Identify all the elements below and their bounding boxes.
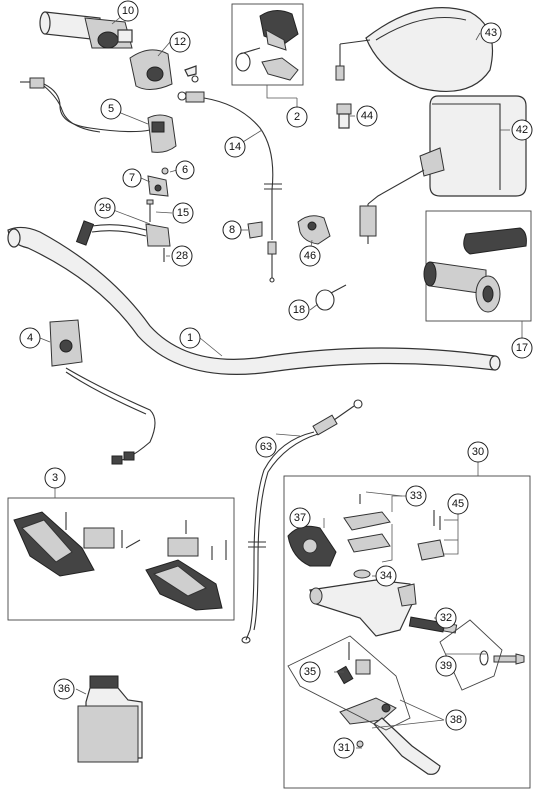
callout-label-5: 5: [108, 103, 114, 115]
callout-label-7: 7: [129, 172, 135, 184]
connector-29-drawing: [75, 220, 171, 262]
callout-label-42: 42: [516, 124, 528, 136]
callout-37: 37: [289, 507, 311, 529]
callout-label-6: 6: [182, 164, 188, 176]
callout-34: 34: [375, 565, 397, 587]
callout-label-14: 14: [229, 141, 241, 153]
callout-35: 35: [299, 661, 321, 683]
callout-label-34: 34: [380, 570, 392, 582]
hot-start-cable-63-drawing: [241, 399, 363, 644]
callout-label-32: 32: [440, 612, 452, 624]
kit-box-3: [7, 497, 235, 621]
callout-label-33: 33: [410, 490, 422, 502]
throttle-grip-drawing: [39, 11, 133, 49]
brake-fluid-bottle-36-drawing: [75, 675, 143, 763]
callout-38: 38: [445, 709, 467, 731]
callout-label-31: 31: [338, 742, 350, 754]
callout-label-2: 2: [294, 111, 300, 123]
callout-15: 15: [172, 202, 194, 224]
switch-4-drawing: [49, 319, 156, 465]
callout-36: 36: [53, 678, 75, 700]
callout-label-3: 3: [52, 472, 58, 484]
switch-wiring-5-drawing: [20, 77, 177, 153]
callout-label-18: 18: [293, 304, 305, 316]
callout-label-35: 35: [304, 666, 316, 678]
switch-parts-6-7-drawing: [146, 167, 169, 222]
kit-box-30: [283, 475, 531, 789]
throttle-housing-drawing: [129, 49, 199, 90]
callout-45: 45: [447, 493, 469, 515]
callout-12: 12: [169, 31, 191, 53]
callout-label-43: 43: [485, 27, 497, 39]
nut-44-drawing: [336, 103, 352, 129]
callout-label-39: 39: [440, 660, 452, 672]
clip-8-drawing: [247, 221, 263, 239]
callout-label-45: 45: [452, 498, 464, 510]
callout-label-1: 1: [187, 332, 193, 344]
clamp-46-drawing: [297, 215, 331, 245]
callout-33: 33: [405, 485, 427, 507]
grips-17-drawing: [423, 227, 527, 313]
master-cylinder-30-drawing: [287, 494, 525, 775]
callout-label-4: 4: [27, 332, 33, 344]
callout-43: 43: [480, 22, 502, 44]
callout-label-17: 17: [516, 342, 528, 354]
callout-label-10: 10: [122, 5, 134, 17]
callout-42: 42: [511, 119, 533, 141]
callout-28: 28: [171, 245, 193, 267]
callout-31: 31: [333, 737, 355, 759]
callout-6: 6: [175, 160, 195, 180]
handguards-3-drawing: [13, 511, 227, 611]
callout-44: 44: [356, 105, 378, 127]
mirror-right-drawing: [359, 95, 527, 244]
callout-label-15: 15: [177, 207, 189, 219]
callout-label-36: 36: [58, 683, 70, 695]
kit-box-2: [231, 3, 304, 86]
fitting-sub-box: [439, 619, 503, 691]
callout-label-8: 8: [229, 224, 235, 236]
callout-3: 3: [44, 467, 66, 489]
lever-clamp-kit-drawing: [235, 10, 299, 81]
callout-label-37: 37: [294, 512, 306, 524]
callout-label-30: 30: [472, 446, 484, 458]
callout-label-63: 63: [260, 441, 272, 453]
clutch-cable-14-drawing: [177, 91, 282, 283]
callout-29: 29: [94, 197, 116, 219]
callout-4: 4: [19, 327, 41, 349]
callout-label-38: 38: [450, 714, 462, 726]
callout-10: 10: [117, 0, 139, 22]
callout-46: 46: [299, 245, 321, 267]
callout-32: 32: [435, 607, 457, 629]
callout-label-28: 28: [176, 250, 188, 262]
lever-sub-box: [287, 635, 411, 731]
cable-tie-18-drawing: [315, 284, 347, 311]
callout-39: 39: [435, 655, 457, 677]
callout-2: 2: [286, 106, 308, 128]
mirror-left-drawing: [335, 6, 494, 93]
callout-label-12: 12: [174, 36, 186, 48]
callout-18: 18: [288, 299, 310, 321]
callout-label-29: 29: [99, 202, 111, 214]
callout-14: 14: [224, 136, 246, 158]
callout-7: 7: [122, 168, 142, 188]
handlebar-1-drawing: [7, 226, 501, 375]
callout-17: 17: [511, 337, 533, 359]
callout-1: 1: [179, 327, 201, 349]
callout-label-46: 46: [304, 250, 316, 262]
callout-5: 5: [100, 98, 122, 120]
callout-30: 30: [467, 441, 489, 463]
callout-63: 63: [255, 436, 277, 458]
callout-label-44: 44: [361, 110, 373, 122]
callout-8: 8: [222, 220, 242, 240]
